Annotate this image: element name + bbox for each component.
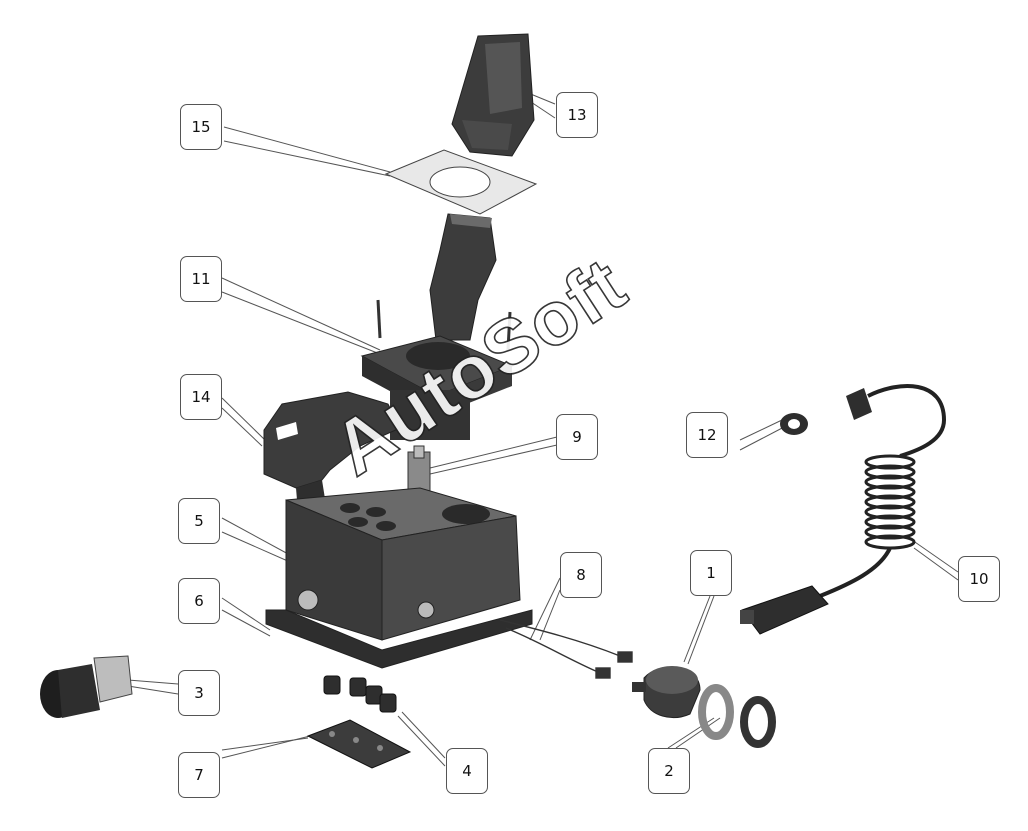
plugs bbox=[323, 675, 397, 713]
callout-10: 10 bbox=[958, 556, 1000, 602]
callout-5: 5 bbox=[178, 498, 220, 544]
callout-13: 13 bbox=[556, 92, 598, 138]
main-housing bbox=[265, 487, 533, 669]
callout-6: 6 bbox=[178, 578, 220, 624]
callout-15: 15 bbox=[180, 104, 222, 150]
gasket-plate bbox=[384, 149, 538, 215]
callout-7: 7 bbox=[178, 752, 220, 798]
wire-harness bbox=[499, 619, 633, 679]
callout-9: 9 bbox=[556, 414, 598, 460]
joystick-assembly bbox=[360, 213, 514, 440]
rings bbox=[698, 684, 776, 748]
grip-cover bbox=[451, 33, 535, 157]
callout-8: 8 bbox=[560, 552, 602, 598]
callout-4: 4 bbox=[446, 748, 488, 794]
callout-1: 1 bbox=[690, 550, 732, 596]
callout-2: 2 bbox=[648, 748, 690, 794]
nut bbox=[780, 413, 808, 435]
bottom-plate bbox=[306, 719, 412, 769]
callout-3: 3 bbox=[178, 670, 220, 716]
leader-lines bbox=[127, 87, 959, 767]
push-button bbox=[40, 655, 133, 718]
coiled-cable bbox=[740, 384, 947, 635]
callout-12: 12 bbox=[686, 412, 728, 458]
callout-11: 11 bbox=[180, 256, 222, 302]
callout-14: 14 bbox=[180, 374, 222, 420]
round-connector bbox=[632, 666, 701, 718]
